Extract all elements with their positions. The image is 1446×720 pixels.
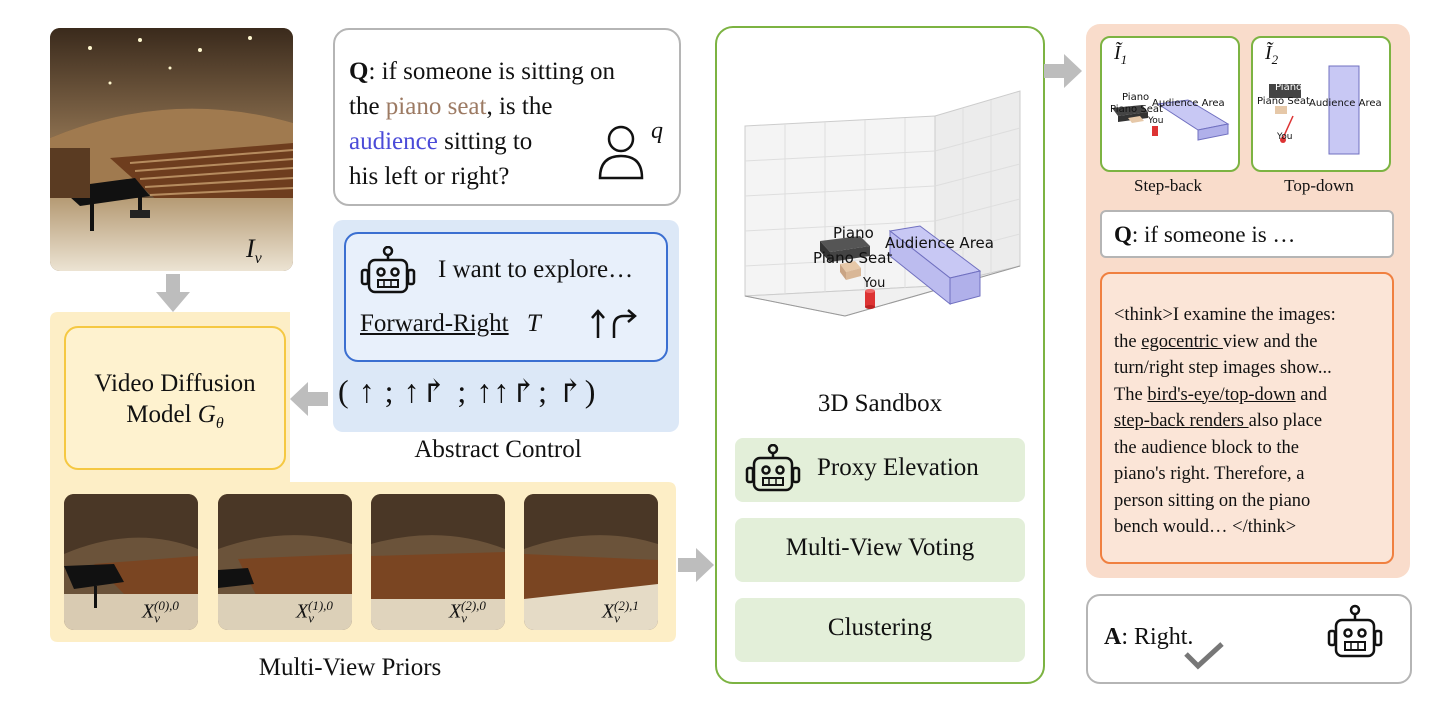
right-arrow-icon	[678, 548, 714, 582]
frame-0	[64, 494, 198, 630]
step-multi-view-voting: Multi-View Voting	[735, 518, 1025, 582]
think-line-2: the egocentric view and the	[1114, 331, 1318, 352]
answer-text: A: Right.	[1104, 624, 1194, 650]
video-diffusion-line2: Model Gθ	[126, 401, 224, 432]
step-clustering-label: Clustering	[827, 614, 933, 641]
think-line-6: the audience block to the	[1114, 437, 1299, 458]
think-line-7: piano's right. Therefore, a	[1114, 464, 1305, 484]
priors-caption: Multi-View Priors	[258, 654, 442, 681]
frames-svg	[64, 494, 658, 630]
question-box: Q: if someone is sitting on the piano se…	[333, 28, 681, 206]
step-back-label-you: You	[1148, 116, 1164, 126]
question-short-box: Q: if someone is …	[1100, 210, 1394, 258]
user-icon	[598, 125, 644, 180]
concert-hall-photo	[50, 28, 293, 271]
abstract-control-label: Abstract Control	[414, 436, 582, 463]
sandbox-label-audience: Audience Area	[885, 234, 994, 252]
think-line-8: person sitting on the piano	[1114, 490, 1311, 511]
sandbox-title: 3D Sandbox	[817, 390, 943, 417]
sandbox-label-piano-seat: Piano Seat	[813, 249, 893, 267]
think-line-4: The bird's-eye/top-down and	[1114, 384, 1327, 405]
think-box: <think>I examine the images: the egocent…	[1100, 272, 1394, 564]
sandbox-label-piano: Piano	[833, 224, 874, 242]
frame-label-1: Xv(1),0	[296, 598, 333, 626]
top-down-view-label: Ĩ2	[1265, 42, 1279, 67]
step-back-caption: Step-back	[1134, 176, 1202, 195]
step-back-label-piano-seat: Piano Seat	[1110, 104, 1163, 115]
sandbox-3d-plot	[744, 90, 1021, 317]
control-sequence: ( ↑ ; ↑↱ ; ↑↑↱; ↱)	[338, 373, 597, 409]
frame-label-3: Xv(2),1	[602, 598, 639, 626]
frame-1	[218, 494, 352, 630]
top-down-label-piano-seat: Piano Seat	[1257, 96, 1310, 107]
question-line-1: Q: if someone is sitting on	[349, 58, 615, 85]
robot-icon	[1327, 604, 1383, 658]
left-arrow-icon	[290, 382, 328, 416]
frame-2	[371, 494, 505, 630]
step-back-label-piano: Piano	[1122, 92, 1150, 103]
forward-right-command: Forward-Right T	[360, 310, 541, 337]
robot-icon	[745, 444, 801, 492]
robot-explore-text: I want to explore…	[438, 256, 634, 283]
step-back-render	[1112, 99, 1230, 141]
top-down-label-audience: Audience Area	[1309, 98, 1382, 109]
top-down-view: Ĩ2 Piano Piano Seat You Audience Area	[1251, 36, 1391, 172]
think-line-9: bench would… </think>	[1114, 517, 1297, 537]
user-symbol: q	[651, 118, 663, 144]
video-diffusion-box: Video Diffusion Model Gθ	[64, 326, 286, 470]
step-multi-view-voting-label: Multi-View Voting	[785, 534, 975, 561]
input-image: Iv	[50, 28, 293, 271]
think-line-5: step-back renders also place	[1114, 411, 1323, 431]
step-back-view-label: Ĩ1	[1114, 42, 1128, 67]
frame-label-0: Xv(0),0	[142, 598, 179, 626]
top-down-caption: Top-down	[1284, 176, 1354, 195]
sandbox-label-you: You	[863, 276, 886, 291]
step-proxy-elevation-label: Proxy Elevation	[817, 454, 979, 481]
robot-icon	[360, 246, 416, 294]
sandbox-panel: Piano Piano Seat You Audience Area 3D Sa…	[715, 26, 1045, 684]
checkmark-icon	[1184, 642, 1224, 670]
down-arrow-icon	[156, 274, 190, 312]
step-clustering: Clustering	[735, 598, 1025, 662]
step-back-view: Ĩ1 Piano Piano Seat You Audience Area	[1100, 36, 1240, 172]
robot-exploration-box: I want to explore… Forward-Right T	[344, 232, 668, 362]
frame-label-2: Xv(2),0	[449, 598, 486, 626]
top-down-label-you: You	[1277, 132, 1293, 142]
step-proxy-elevation: Proxy Elevation	[735, 438, 1025, 502]
right-arrow-icon	[1044, 54, 1082, 88]
question-line-4: his left or right?	[349, 163, 510, 190]
question-line-2: the piano seat, is the	[349, 93, 553, 120]
question-line-3: audience sitting to	[349, 128, 533, 155]
frame-3	[524, 494, 658, 630]
forward-right-arrows-icon	[591, 309, 637, 338]
input-image-label: Iv	[246, 234, 262, 268]
top-down-render	[1269, 65, 1360, 155]
priors-frames: Xv(0),0 Xv(1),0 Xv(2),0 Xv(2),1	[64, 494, 664, 630]
answer-box: A: Right.	[1086, 594, 1412, 684]
step-back-label-audience: Audience Area	[1152, 98, 1225, 109]
think-line-1: <think>I examine the images:	[1114, 305, 1336, 325]
top-down-label-piano: Piano	[1275, 82, 1303, 93]
think-line-3: turn/right step images show...	[1114, 358, 1332, 378]
video-diffusion-line1: Video Diffusion	[94, 370, 256, 397]
